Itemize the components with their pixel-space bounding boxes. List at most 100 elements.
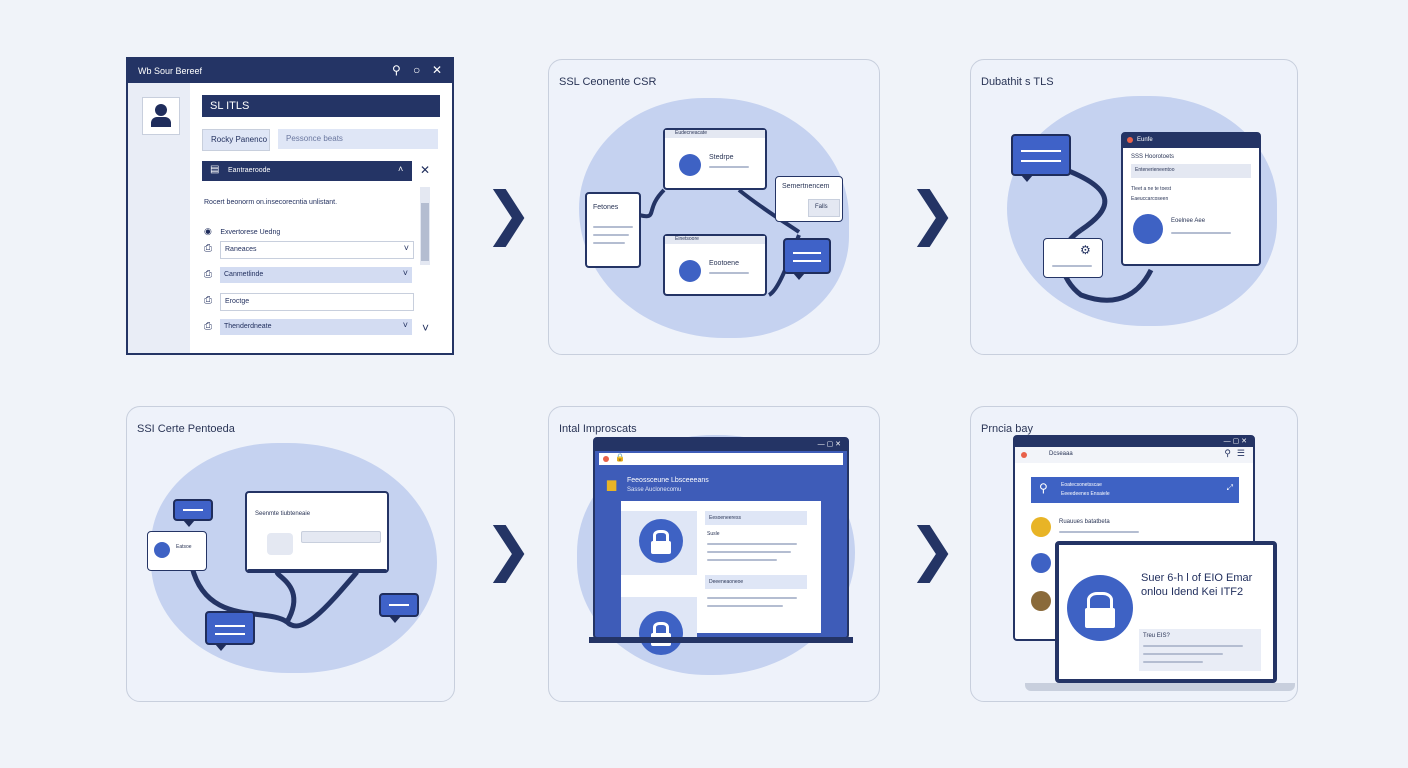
chat-icon [379,593,419,623]
chat-icon [783,238,831,280]
printer-icon: ⎙ [204,295,212,306]
flow-arrow: ❯ [908,179,957,247]
card-tag: Falls [815,204,828,210]
chevron-down-icon[interactable]: ˅ [422,321,430,335]
window-controls: — ▢ ✕ [817,441,841,448]
laptop-screen: Suer 6-h l of EIO Emar onlou Idend Kei I… [1055,541,1277,683]
lock-icon [639,519,683,563]
browser-title: Eunfe [1137,137,1153,143]
list-item[interactable]: ⎙ Eroctge [204,293,414,311]
card-line: Entenerieneentoo [1135,167,1175,173]
panel-install: Intal Improscats — ▢ ✕ 🔒 ▆ Feeossceune L… [548,406,880,702]
printer-icon: ⎙ [204,269,212,280]
card-title: Seenmte tiubteneaie [255,511,311,517]
card-label: Eoelnee Aee [1171,218,1206,224]
window-title: Wb Sour Bereef [138,66,203,76]
gear-icon[interactable]: ○ [413,63,421,77]
laptop-screen: — ▢ ✕ 🔒 ▆ Feeossceune Lbsceeeans Sasse A… [593,437,849,655]
page-title: SL ITLS [210,100,250,112]
window-titlebar: Wb Sour Bereef ⚲ ○ ✕ [128,59,452,83]
expand-icon[interactable]: ⤢ [1226,483,1233,492]
chat-icon [1011,134,1071,182]
chat-icon [154,542,170,558]
lock-headline: Suer 6-h l of EIO Emar onlou Idend Kei I… [1141,572,1253,598]
browser-title: Dcseaaa [1049,451,1073,457]
radio-option[interactable]: ◉ Exvertorese Uedng [204,221,280,239]
flow-arrow: ❯ [908,515,957,583]
laptop-base [589,637,853,643]
lock-icon: 🔒 [615,453,625,462]
key-card: ⚙ [1043,238,1103,278]
list-item[interactable]: ⎙ Thenderdneate ˅ [204,319,414,337]
card-left: Fetones [585,192,641,268]
globe-icon [1031,591,1051,611]
text-field[interactable]: Pessonce beats [278,129,438,149]
user-icon [267,533,293,555]
user-icon [142,97,180,135]
card-heading: SSS Hoorotoets [1131,154,1175,160]
menu-icon[interactable]: ☰ [1236,448,1245,458]
card-line: Eaeuccarcoseen [1131,196,1169,202]
chat-icon [173,499,213,527]
panel-ui-window: Wb Sour Bereef ⚲ ○ ✕ SL ITLS Rocky Panen… [126,57,454,355]
monitor: Seenmte tiubteneaie [245,491,389,573]
card-tag: Treu EIS? [1143,633,1170,639]
doc-icon [1031,553,1051,573]
card-right: Semertnencem Falls [775,176,843,222]
doc-icon: ▤ [210,164,220,175]
panel-csr: SSL Ceonente CSR Eudecneacate Stedrpe Fe… [548,59,880,355]
close-icon[interactable]: ✕ [420,163,431,177]
panel-title: Dubathit s TLS [981,76,1054,88]
chevron-down-icon: ˅ [402,268,408,278]
list-item-label: Raneaces [225,246,257,253]
card-label: Eootoene [709,260,739,267]
search-icon[interactable]: ⚲ [392,63,401,77]
banner-title: Feeossceune Lbsceeeans [627,477,709,484]
search-bar[interactable]: ⚲ Eoatecsonetsscae Eeeedeenes Ensaiele ⤢ [1031,477,1239,503]
action-button-label: Rocky Panenco [211,135,268,144]
panel-title: SSI Certe Pentoeda [137,423,235,435]
description-text: Rocert beonorm on.insecorecntia unlistan… [204,199,338,206]
item-label: Susle [707,531,720,537]
list-item[interactable]: ⎙ Raneaces ˅ [204,241,414,259]
banner-subtitle: Sasse Auclonecomu [627,487,682,493]
card-line: Tleet a ne te toest [1131,186,1172,192]
card-top: Eudecneacate Stedrpe [663,128,767,190]
search-icon[interactable]: ⚲ [1224,448,1231,458]
tab-label: Eesoeneeress [709,515,741,521]
folder-icon: ▆ [607,477,617,491]
chevron-down-icon: ˅ [402,320,408,330]
card-label: Stedrpe [709,154,734,161]
left-card: Eatsoe [147,531,207,571]
search-icon: ⚲ [1039,481,1048,495]
list-item[interactable]: ⎙ Canmetlinde ˅ [204,267,414,285]
laptop-base [1025,683,1295,691]
browser-window: Eunfe SSS Hoorotoets Entenerieneentoo Tl… [1121,132,1261,266]
panel-title: Prncia bay [981,423,1033,435]
printer-icon: ⎙ [204,321,212,332]
printer-icon: ⎙ [204,243,212,254]
action-button[interactable]: Rocky Panenco [202,129,270,151]
text-field-placeholder: Pessonce beats [286,134,343,143]
chevron-up-icon: ˄ [398,164,404,174]
connector-arrows [189,566,359,629]
search-subtext: Eeeedeenes Ensaiele [1061,491,1110,497]
panel-ssl-cert: SSI Certe Pentoeda Seenmte tiubteneaie E… [126,406,455,702]
card-bottom: Einetsoore Eootoene [663,234,767,296]
page-header: SL ITLS [202,95,440,117]
panel-deploy: Prncia bay — ▢ ✕ Dcseaaa ⚲ ☰ ⚲ Eoatecson… [970,406,1298,702]
close-icon[interactable]: ✕ [432,63,443,77]
dropdown-header[interactable]: ▤ Eantraeroode ˄ [202,161,412,181]
window-controls: — ▢ ✕ [1223,438,1247,445]
tab-label: Deeeneaoneoe [709,579,744,585]
item-label: Ruauues batatbeta [1059,519,1110,525]
card-label: Fetones [593,204,619,211]
scrollbar[interactable] [420,187,430,265]
search-text: Eoatecsonetsscae [1061,482,1102,488]
panel-title: SSL Ceonente CSR [559,76,657,88]
radio-icon: ◉ [204,226,212,236]
chevron-down-icon: ˅ [403,243,409,253]
card-label: Semertnencem [782,183,830,190]
lock-icon [1133,214,1163,244]
card-header: Einetsoore [675,236,699,242]
